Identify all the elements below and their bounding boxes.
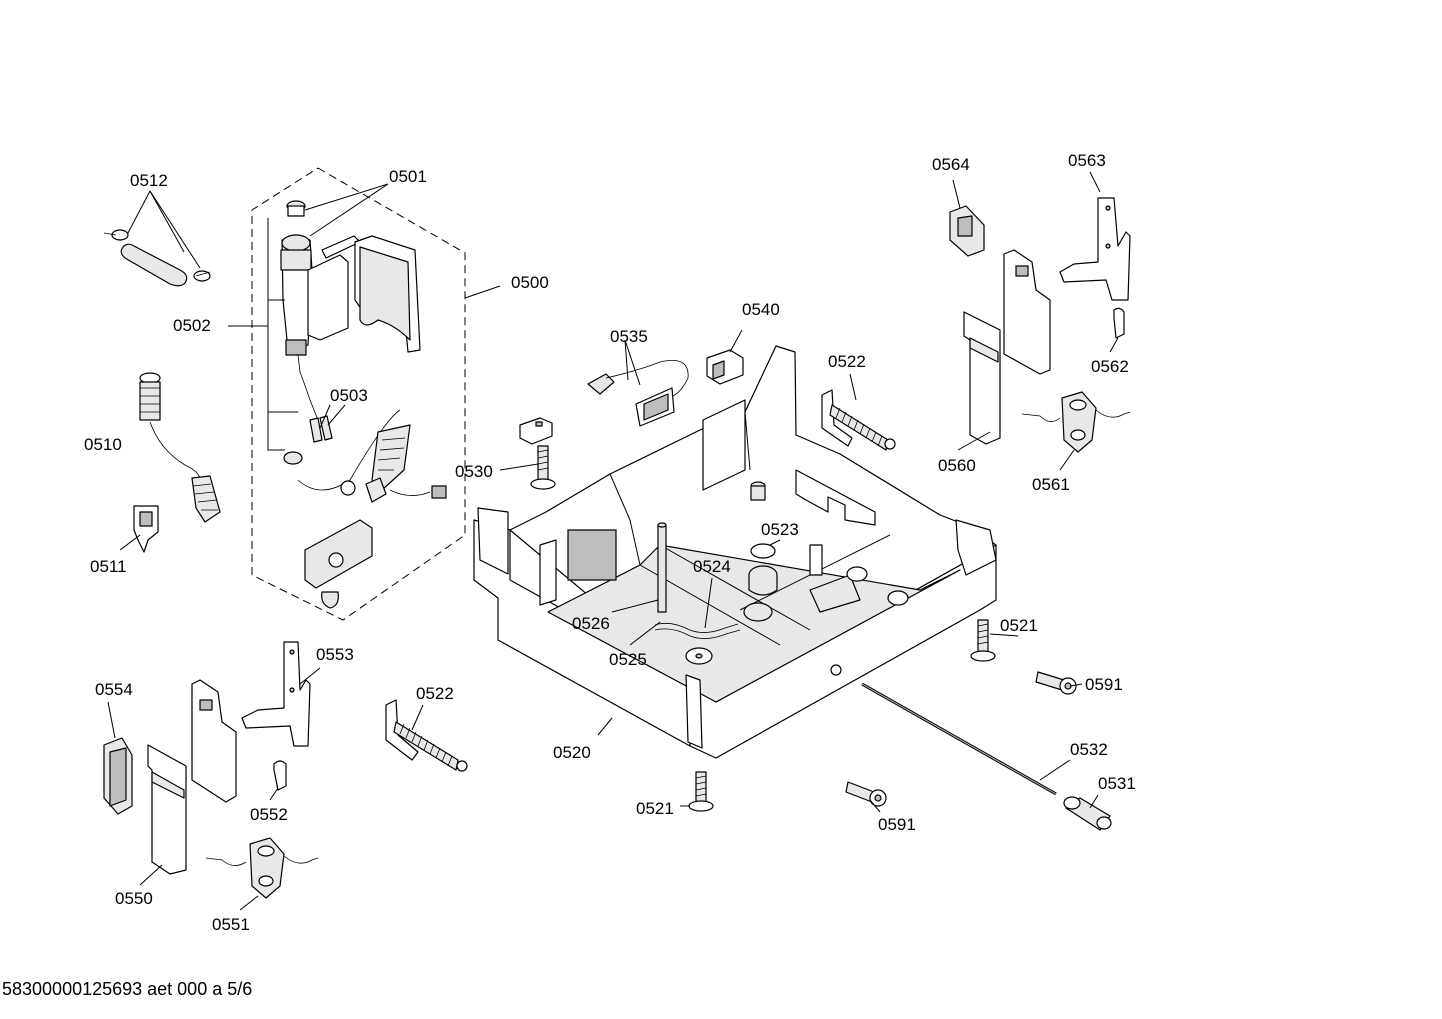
part-0563-bracket	[1059, 197, 1131, 301]
label-0540: 0540	[742, 300, 780, 319]
part-0521-screw-bottom	[688, 771, 714, 812]
label-0526: 0526	[572, 614, 610, 633]
label-0530: 0530	[455, 462, 493, 481]
label-0522-top: 0522	[828, 352, 866, 371]
label-0501: 0501	[389, 167, 427, 186]
label-0503: 0503	[330, 386, 368, 405]
label-0523: 0523	[761, 520, 799, 539]
part-0553-bracket	[241, 641, 311, 747]
part-0540-connector	[706, 349, 744, 385]
part-0500-hose-coil	[297, 409, 447, 503]
part-0531-cap	[1063, 796, 1112, 831]
part-0564-cover	[949, 205, 985, 257]
part-0500-bracket	[304, 519, 373, 609]
label-0531: 0531	[1098, 774, 1136, 793]
part-0551-hinge-motor	[205, 837, 319, 899]
label-0551: 0551	[212, 915, 250, 934]
label-0561: 0561	[1032, 475, 1070, 494]
label-0562: 0562	[1091, 357, 1129, 376]
label-0591-right: 0591	[1085, 675, 1123, 694]
label-0591-bottom: 0591	[878, 815, 916, 834]
label-0553: 0553	[316, 645, 354, 664]
label-0552: 0552	[250, 805, 288, 824]
part-labels: 0512 0501 0500 0502 0503 0510 0511 0530 …	[84, 151, 1136, 934]
label-0521-bottom: 0521	[636, 799, 674, 818]
label-0500: 0500	[511, 273, 549, 292]
part-0510-spring-hose	[139, 372, 221, 523]
label-0522-bottom: 0522	[416, 684, 454, 703]
label-0524: 0524	[693, 557, 731, 576]
part-0530-screw	[519, 417, 556, 490]
part-0560-bracket	[963, 249, 1051, 445]
label-0510: 0510	[84, 435, 122, 454]
part-0522-spring-left	[385, 699, 468, 772]
part-0535-cable	[587, 359, 689, 427]
part-0511-clip	[133, 505, 159, 553]
label-0502: 0502	[173, 316, 211, 335]
part-0532-rod	[861, 682, 1057, 796]
assembly-0500-boundary	[251, 167, 466, 621]
part-0591-bolt-bottom	[845, 781, 887, 807]
part-0552-clip	[273, 760, 287, 791]
part-0550-bracket	[147, 679, 237, 875]
part-0522-spring-right	[821, 389, 896, 451]
label-0520: 0520	[553, 743, 591, 762]
part-0561-hinge-motor	[1021, 391, 1131, 453]
part-0554-cover	[103, 737, 133, 815]
part-0501-valve-assembly	[280, 200, 361, 465]
label-0512: 0512	[130, 171, 168, 190]
label-0563: 0563	[1068, 151, 1106, 170]
label-0532: 0532	[1070, 740, 1108, 759]
label-0564: 0564	[932, 155, 970, 174]
part-0591-bolt-right	[1035, 671, 1077, 695]
label-0525: 0525	[609, 650, 647, 669]
part-0562-clip	[1113, 307, 1125, 339]
label-0550: 0550	[115, 889, 153, 908]
label-0560: 0560	[938, 456, 976, 475]
label-0521-right: 0521	[1000, 616, 1038, 635]
label-0535: 0535	[610, 327, 648, 346]
label-0511: 0511	[90, 557, 127, 576]
part-0521-screw-right	[970, 619, 996, 662]
label-0554: 0554	[95, 680, 133, 699]
leader-lines	[107, 171, 1119, 911]
part-0500-cover	[354, 235, 421, 353]
part-0520-base-tray	[473, 345, 997, 759]
part-0512-hose-clamps	[103, 229, 211, 287]
document-reference-footer: 58300000125693 aet 000 a 5/6	[2, 979, 253, 999]
